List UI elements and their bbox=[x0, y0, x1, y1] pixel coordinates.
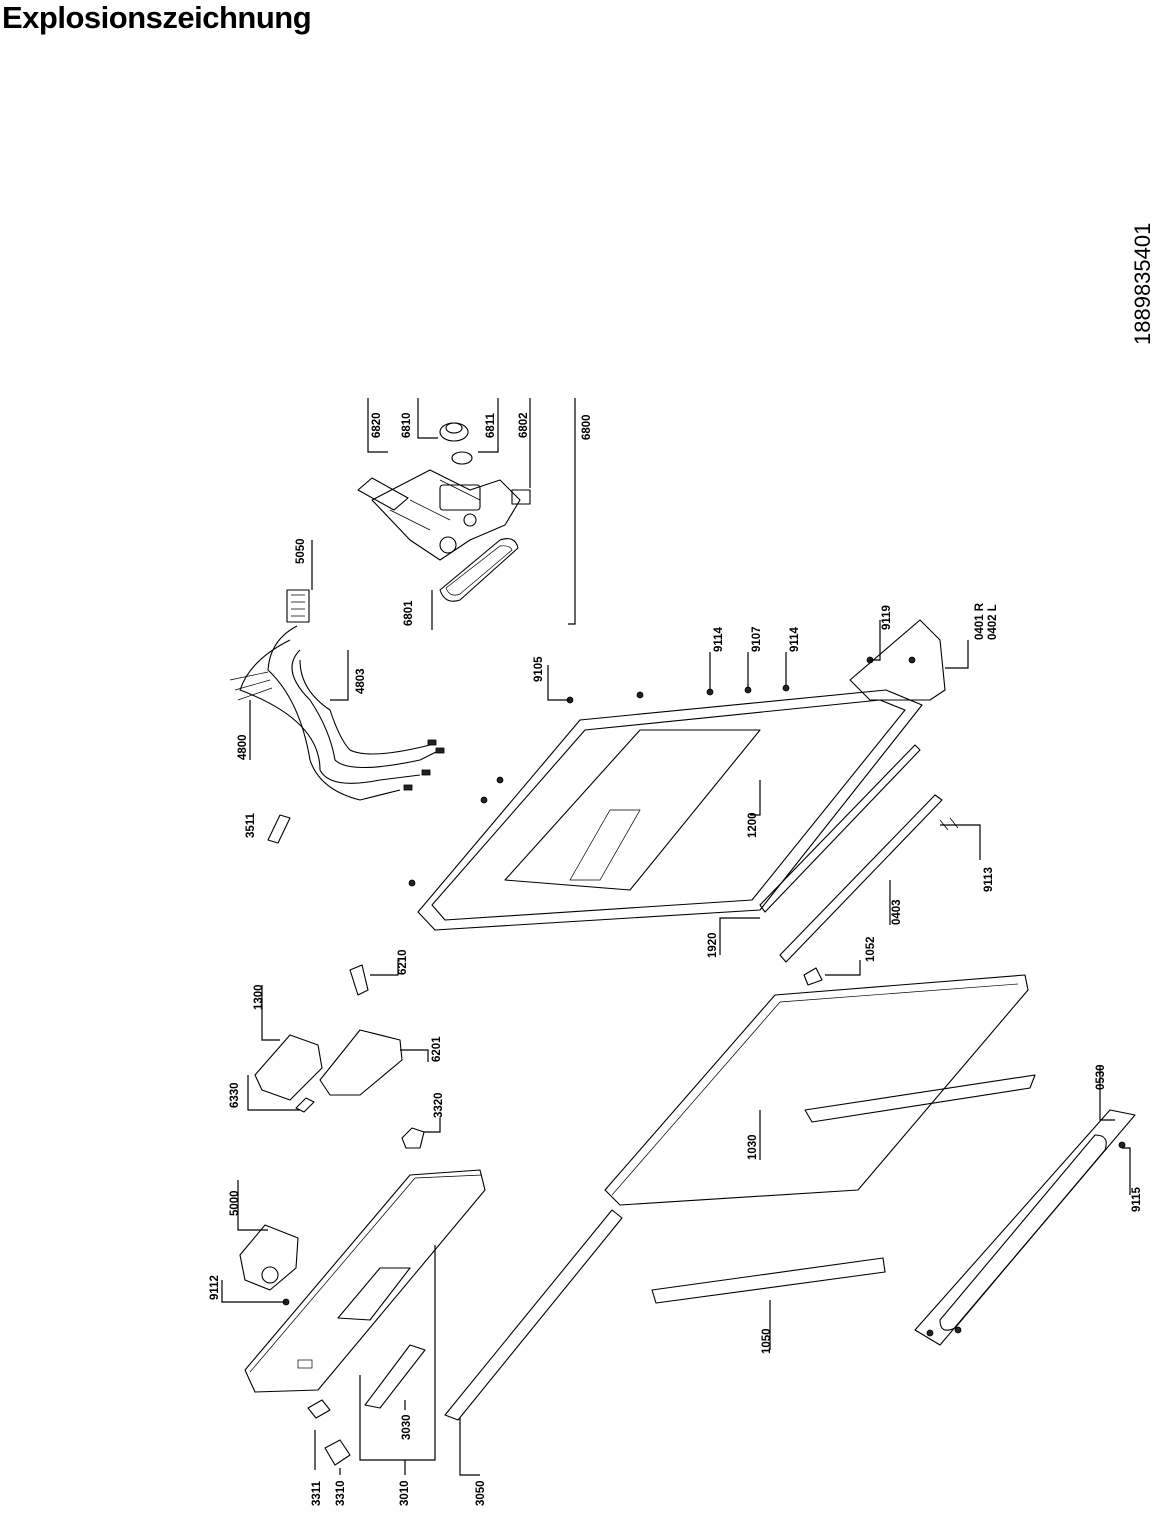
dispenser-housing bbox=[357, 469, 521, 561]
part-label: 1300 bbox=[253, 984, 265, 1010]
part-label: 6820 bbox=[371, 412, 383, 438]
part-label: 4803 bbox=[355, 668, 367, 694]
part-label: 1030 bbox=[747, 1134, 759, 1160]
rail-1920 bbox=[759, 744, 921, 913]
part-label: 9112 bbox=[209, 1275, 221, 1300]
wire-harness bbox=[229, 625, 445, 801]
part-label: 6810 bbox=[401, 412, 413, 438]
part-label: 6201 bbox=[431, 1036, 443, 1062]
part-label: 6210 bbox=[397, 949, 409, 975]
part-3320 bbox=[401, 1127, 425, 1149]
part-label: 1050 bbox=[761, 1328, 773, 1354]
part-label: 6330 bbox=[229, 1082, 241, 1108]
door-panel-1030 bbox=[604, 974, 1036, 1206]
control-panel-3010 bbox=[244, 1169, 486, 1393]
strip-3050 bbox=[444, 1209, 623, 1421]
part-label: 9115 bbox=[1131, 1186, 1143, 1212]
part-label: 4800 bbox=[237, 734, 249, 760]
part-6330 bbox=[295, 1097, 315, 1113]
part-label: 0402 L bbox=[987, 604, 999, 640]
clip-1052 bbox=[803, 967, 823, 986]
part-3310 bbox=[324, 1439, 351, 1466]
part-label: 9119 bbox=[881, 605, 893, 630]
page-title: Explosionszeichnung bbox=[2, 0, 312, 35]
part-label: 0530 bbox=[1095, 1064, 1107, 1090]
door-frame-1200 bbox=[417, 689, 923, 931]
part-label: 1052 bbox=[865, 936, 877, 962]
part-label: 9114 bbox=[789, 626, 801, 652]
rail-1050 bbox=[651, 1257, 886, 1304]
part-label: 5050 bbox=[295, 538, 307, 564]
cap-6810 bbox=[439, 422, 473, 465]
part-6210 bbox=[349, 964, 369, 996]
part-label: 3310 bbox=[335, 1480, 347, 1506]
part-label: 9107 bbox=[751, 626, 763, 652]
part-label: 3010 bbox=[399, 1480, 411, 1506]
part-label: 3511 bbox=[245, 812, 257, 838]
handle-frame-0530 bbox=[914, 1109, 1136, 1346]
part-label: 3050 bbox=[475, 1480, 487, 1506]
screws bbox=[282, 656, 1126, 1337]
leader-lines bbox=[221, 398, 1131, 1476]
part-label: 9113 bbox=[983, 867, 995, 892]
part-1300 bbox=[254, 1034, 323, 1101]
part-label: 9105 bbox=[533, 656, 545, 682]
hinge-bracket bbox=[849, 619, 946, 701]
part-label: 6801 bbox=[403, 600, 415, 626]
part-label: 1200 bbox=[747, 812, 759, 838]
part-label: 1920 bbox=[707, 932, 719, 958]
part-3511 bbox=[267, 814, 291, 844]
part-label: 9114 bbox=[713, 626, 725, 652]
part-5000 bbox=[239, 1224, 299, 1291]
part-label: 5000 bbox=[229, 1190, 241, 1216]
part-label: 0401 R bbox=[974, 602, 986, 640]
connector-5050 bbox=[286, 589, 310, 623]
part-3311 bbox=[307, 1399, 331, 1419]
part-3030 bbox=[364, 1344, 426, 1409]
rail-0403 bbox=[779, 794, 943, 963]
part-label: 3030 bbox=[401, 1414, 413, 1440]
part-label: 6800 bbox=[581, 414, 593, 440]
part-drawings bbox=[229, 422, 1136, 1466]
part-label: 0403 bbox=[891, 899, 903, 925]
part-label: 3311 bbox=[311, 1480, 323, 1506]
part-6201 bbox=[319, 1029, 403, 1096]
part-label: 6802 bbox=[518, 412, 530, 438]
part-label: 6811 bbox=[485, 412, 497, 438]
gasket-6801 bbox=[439, 538, 519, 602]
block-6802 bbox=[511, 489, 531, 505]
part-label: 3320 bbox=[433, 1092, 445, 1118]
part-labels: 6820 6810 6811 6802 6800 5050 6801 4803 … bbox=[209, 412, 1143, 1506]
